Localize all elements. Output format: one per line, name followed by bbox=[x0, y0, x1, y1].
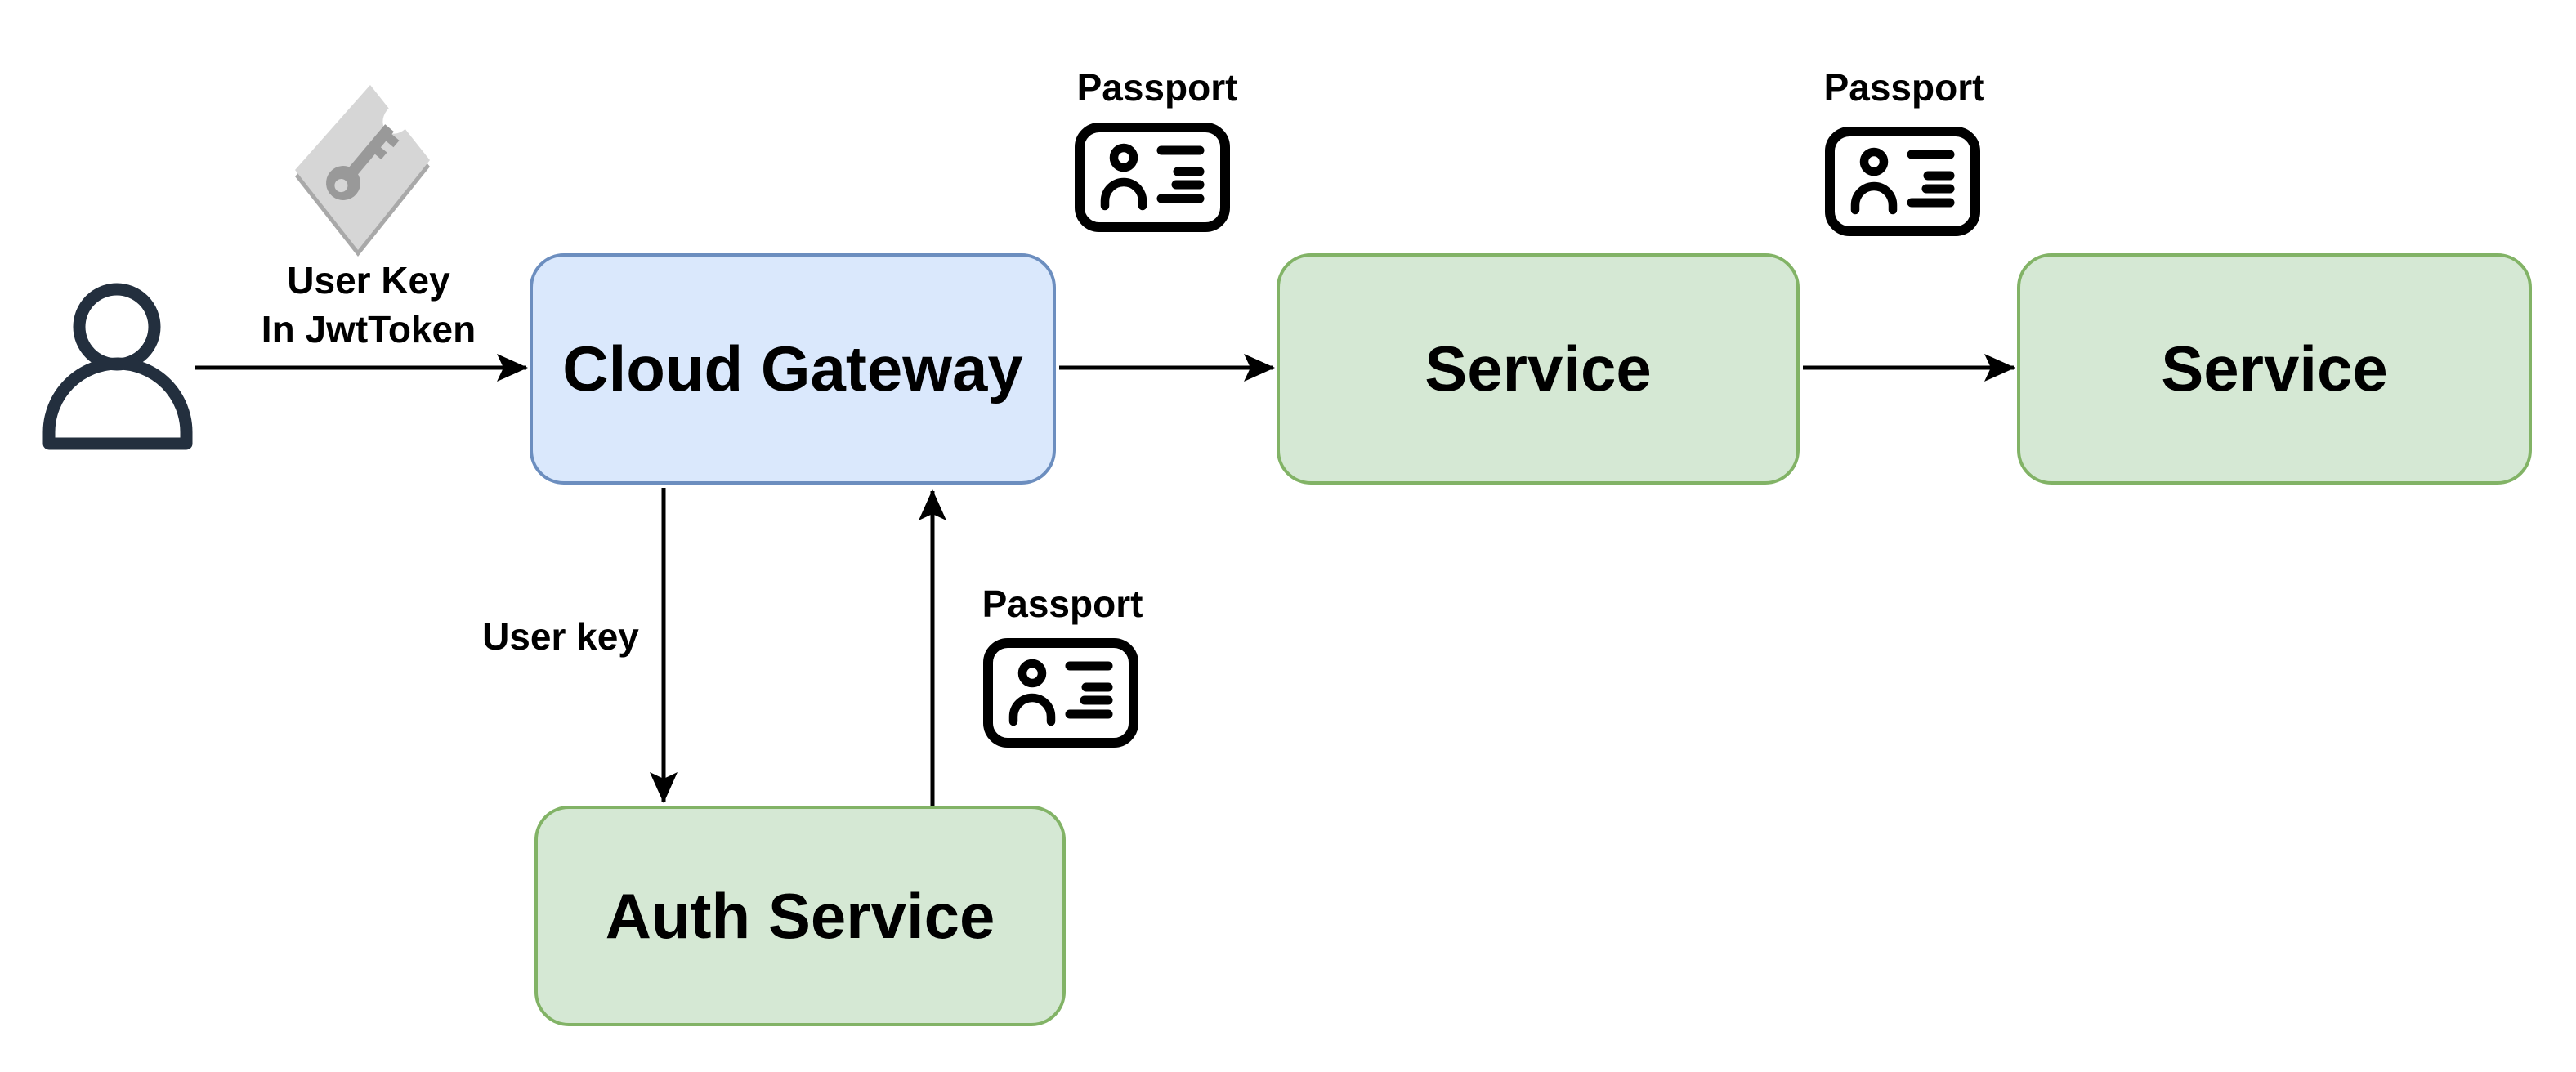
user-icon bbox=[42, 283, 193, 450]
passport-icon bbox=[1075, 123, 1230, 232]
node-cloud-gateway: Cloud Gateway bbox=[530, 253, 1056, 485]
tag-hole bbox=[382, 103, 412, 134]
node-label: Auth Service bbox=[605, 879, 995, 952]
key-tag-icon bbox=[295, 85, 430, 257]
edge-label-user-key: User key bbox=[482, 615, 639, 658]
edge-label-user-key-jwttoken: User Key In JwtToken bbox=[192, 257, 545, 355]
edge-label-passport-gateway-service: Passport bbox=[1076, 66, 1238, 109]
edge-label-line: In JwtToken bbox=[261, 307, 476, 351]
node-service-1: Service bbox=[1277, 253, 1800, 485]
node-label: Service bbox=[2161, 333, 2388, 404]
edge-label-passport-auth-gateway: Passport bbox=[982, 583, 1143, 625]
passport-icon bbox=[1825, 127, 1980, 236]
node-label: Service bbox=[1424, 333, 1652, 404]
node-auth-service: Auth Service bbox=[534, 806, 1066, 1026]
edge-label-line: User Key bbox=[287, 259, 450, 302]
key-glyph bbox=[326, 124, 400, 200]
node-label: Cloud Gateway bbox=[562, 333, 1023, 404]
passport-icon bbox=[983, 638, 1138, 748]
edge-label-passport-service-service: Passport bbox=[1823, 66, 1985, 109]
node-service-2: Service bbox=[2017, 253, 2532, 485]
